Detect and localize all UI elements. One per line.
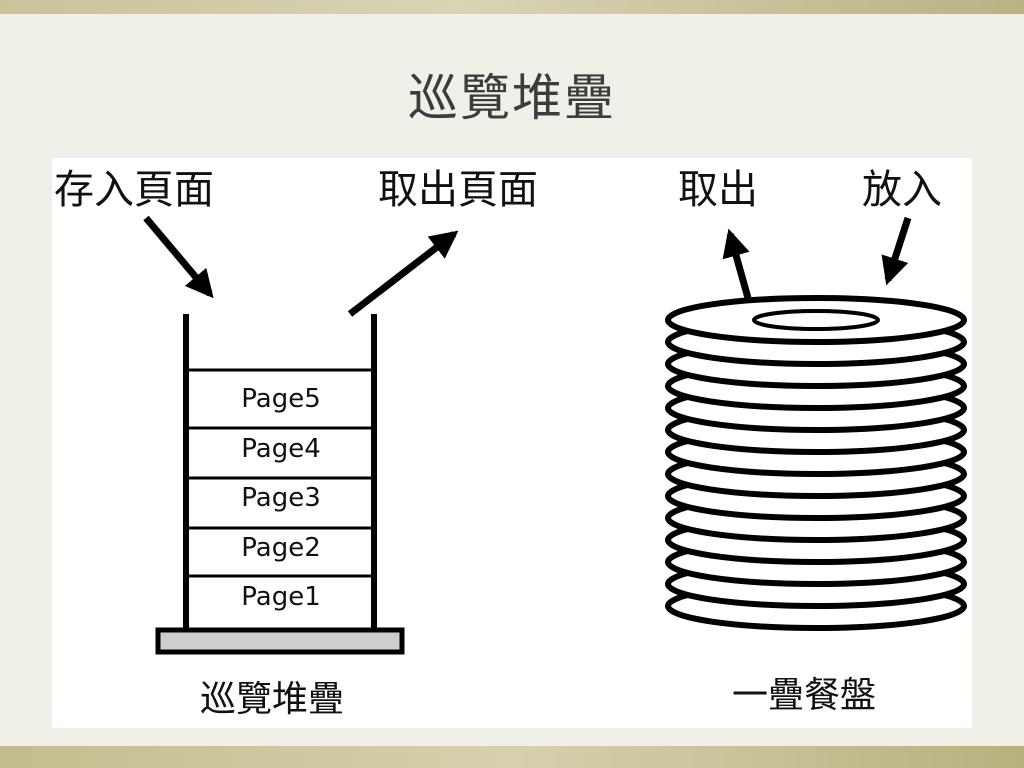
plate-top-inner-rim xyxy=(752,309,880,331)
plate-stack xyxy=(665,295,967,631)
push-arrow xyxy=(143,215,214,299)
diagram-panel: 存入頁面 取出頁面 取出 放入 Page5 Page4 Page3 Page2 … xyxy=(52,158,972,728)
slide-title: 巡覽堆疊 xyxy=(408,69,616,127)
stack-caption: 巡覽堆疊 xyxy=(200,679,345,720)
stack-base xyxy=(155,627,405,655)
bottom-decorative-band xyxy=(0,746,1024,768)
take-arrow xyxy=(722,228,752,299)
page-label: Page5 xyxy=(241,384,321,414)
page-label: Page4 xyxy=(241,434,321,464)
pop-arrow xyxy=(347,230,459,317)
take-label: 取出 xyxy=(678,167,758,213)
page-label: Page2 xyxy=(241,533,321,563)
pop-label: 取出頁面 xyxy=(378,167,538,213)
page-label: Page3 xyxy=(241,483,321,513)
page-label: Page1 xyxy=(241,582,321,612)
push-label: 存入頁面 xyxy=(54,167,214,213)
put-arrow xyxy=(881,216,912,286)
stack-dividers xyxy=(186,368,374,578)
top-decorative-band xyxy=(0,0,1024,14)
put-label: 放入 xyxy=(862,167,942,213)
diagram-canvas xyxy=(143,215,967,655)
plates-caption: 一疊餐盤 xyxy=(732,675,877,716)
